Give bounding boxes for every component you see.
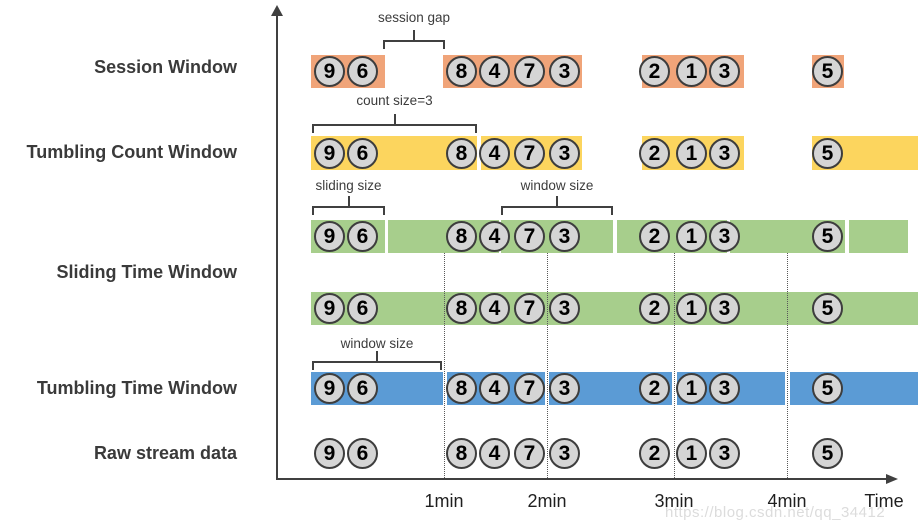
event-circle-2: 2 — [639, 293, 670, 324]
event-circle-5: 5 — [812, 373, 843, 404]
event-circle-1: 1 — [676, 138, 707, 169]
event-circle-9: 9 — [314, 293, 345, 324]
row-label-raw-stream-data: Raw stream data — [93, 443, 237, 463]
event-circle-3: 3 — [709, 138, 740, 169]
event-circle-7: 7 — [514, 221, 545, 252]
event-circle-3: 3 — [549, 138, 580, 169]
tick-label-3min: 3min — [654, 491, 694, 511]
event-circle-2: 2 — [639, 373, 670, 404]
annotation-label-window-size: window size — [520, 178, 594, 193]
event-circle-5: 5 — [812, 438, 843, 469]
event-circle-4: 4 — [479, 221, 510, 252]
annotation-label-count-size-3: count size=3 — [356, 93, 433, 108]
bracket-center-tick — [376, 351, 378, 363]
bracket-center-tick — [413, 30, 415, 42]
sliding-time-window-a-box-6 — [849, 220, 908, 253]
event-circle-3: 3 — [549, 56, 580, 87]
event-circle-8: 8 — [446, 221, 477, 252]
event-circle-9: 9 — [314, 373, 345, 404]
watermark: https://blog.csdn.net/qq_34412 — [665, 504, 886, 521]
event-circle-6: 6 — [347, 293, 378, 324]
event-circle-8: 8 — [446, 56, 477, 87]
event-circle-3: 3 — [709, 221, 740, 252]
gridline-1min — [444, 253, 445, 478]
event-circle-1: 1 — [676, 221, 707, 252]
row-label-session-window: Session Window — [94, 57, 237, 77]
event-circle-9: 9 — [314, 138, 345, 169]
annotation-bracket-window-size — [501, 196, 613, 215]
event-circle-4: 4 — [479, 438, 510, 469]
annotation-label-sliding-size: sliding size — [315, 178, 382, 193]
bracket-center-tick — [393, 114, 396, 126]
event-circle-9: 9 — [314, 56, 345, 87]
event-circle-1: 1 — [676, 293, 707, 324]
event-circle-8: 8 — [446, 293, 477, 324]
sliding-time-window-a-box-4 — [617, 220, 727, 253]
event-circle-9: 9 — [314, 221, 345, 252]
annotation-bracket-session-gap — [383, 30, 445, 49]
row-label-tumbling-count-window: Tumbling Count Window — [26, 142, 237, 162]
event-circle-7: 7 — [514, 373, 545, 404]
annotation-label-window-size: window size — [340, 336, 414, 351]
x-axis-line — [277, 478, 888, 480]
y-axis-line — [276, 14, 278, 480]
tick-label-4min: 4min — [767, 491, 807, 511]
event-circle-6: 6 — [347, 438, 378, 469]
event-circle-8: 8 — [446, 373, 477, 404]
tick-label-2min: 2min — [527, 491, 567, 511]
event-circle-7: 7 — [514, 56, 545, 87]
event-circle-1: 1 — [676, 373, 707, 404]
event-circle-2: 2 — [639, 438, 670, 469]
event-circle-8: 8 — [446, 138, 477, 169]
event-circle-4: 4 — [479, 293, 510, 324]
event-circle-3: 3 — [709, 293, 740, 324]
event-circle-6: 6 — [347, 221, 378, 252]
annotation-bracket-count-size-3 — [312, 114, 477, 133]
event-circle-3: 3 — [549, 293, 580, 324]
gridline-2min — [547, 253, 548, 478]
event-circle-8: 8 — [446, 438, 477, 469]
event-circle-3: 3 — [709, 56, 740, 87]
bracket-center-tick — [556, 196, 558, 208]
event-circle-6: 6 — [347, 56, 378, 87]
event-circle-5: 5 — [812, 221, 843, 252]
annotation-bracket-window-size — [312, 351, 442, 370]
event-circle-2: 2 — [639, 221, 670, 252]
event-circle-6: 6 — [347, 373, 378, 404]
event-circle-5: 5 — [812, 293, 843, 324]
event-circle-1: 1 — [676, 56, 707, 87]
annotation-label-session-gap: session gap — [377, 10, 451, 25]
event-circle-7: 7 — [514, 438, 545, 469]
event-circle-4: 4 — [479, 138, 510, 169]
event-circle-7: 7 — [514, 138, 545, 169]
event-circle-2: 2 — [639, 138, 670, 169]
event-circle-3: 3 — [549, 373, 580, 404]
event-circle-3: 3 — [709, 438, 740, 469]
event-circle-3: 3 — [549, 438, 580, 469]
gridline-3min — [674, 253, 675, 478]
annotation-bracket-sliding-size — [312, 196, 385, 215]
row-label-tumbling-time-window: Tumbling Time Window — [36, 378, 237, 398]
event-circle-7: 7 — [514, 293, 545, 324]
event-circle-5: 5 — [812, 138, 843, 169]
event-circle-2: 2 — [639, 56, 670, 87]
event-circle-9: 9 — [314, 438, 345, 469]
event-circle-4: 4 — [479, 56, 510, 87]
event-circle-3: 3 — [549, 221, 580, 252]
x-axis-arrow-icon — [886, 474, 898, 484]
y-axis-arrow-icon — [271, 5, 283, 16]
tumbling-time-window-box-5 — [790, 372, 918, 405]
time-axis-label: Time — [864, 491, 904, 511]
row-label-sliding-time-window: Sliding Time Window — [56, 262, 237, 282]
bracket-center-tick — [347, 196, 350, 208]
event-circle-6: 6 — [347, 138, 378, 169]
tick-label-1min: 1min — [424, 491, 464, 511]
event-circle-4: 4 — [479, 373, 510, 404]
event-circle-1: 1 — [676, 438, 707, 469]
event-circle-5: 5 — [812, 56, 843, 87]
event-circle-3: 3 — [709, 373, 740, 404]
gridline-4min — [787, 253, 788, 478]
